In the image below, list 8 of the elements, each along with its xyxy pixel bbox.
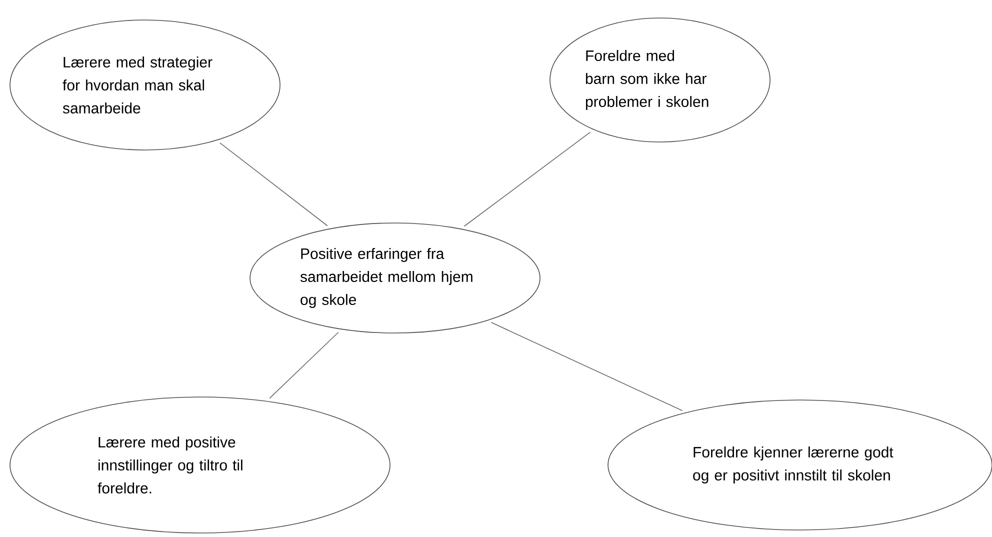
connector-line	[269, 332, 339, 399]
ellipse-node: Lærere med strategier for hvordan man skal samarbeide	[10, 20, 280, 150]
connector-line	[490, 322, 683, 412]
connector-line	[464, 132, 591, 227]
ellipse-node: Foreldre med barn som ikke har problemer i skolen	[550, 18, 770, 142]
connector-line	[220, 142, 328, 226]
ellipse-node: Positive erfaringer fra samarbeidet mellom hjem og skole	[250, 222, 540, 334]
ellipse-node: Lærere med positive innstillinger og tiltro til foreldre.	[10, 396, 390, 534]
